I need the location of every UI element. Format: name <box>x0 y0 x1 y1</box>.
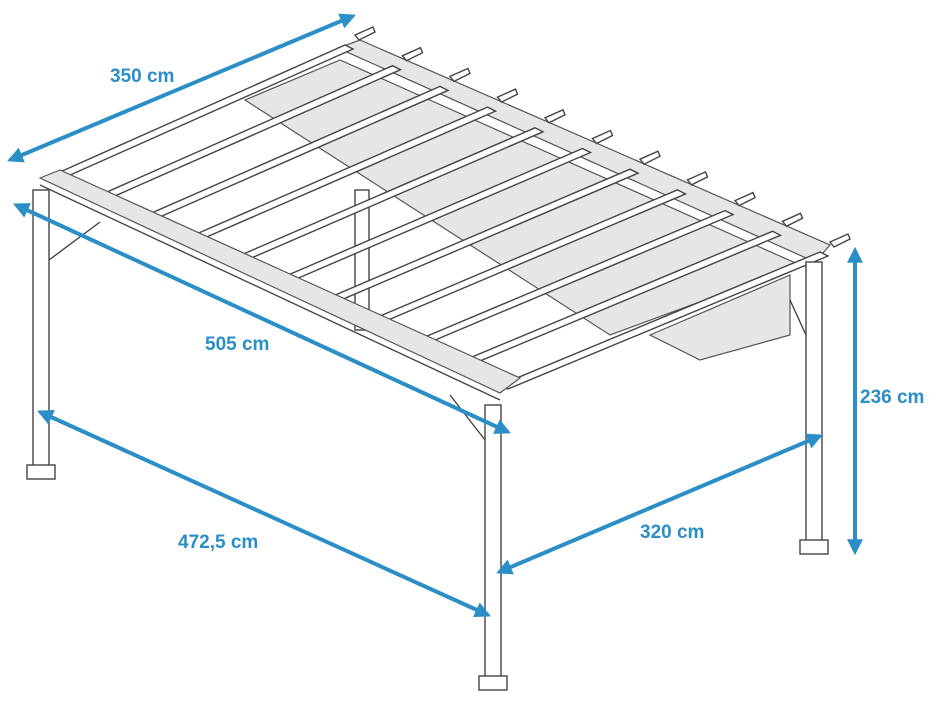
rafter-end <box>591 129 614 145</box>
front-left-post-base <box>26 464 56 480</box>
arrow-505 <box>13 203 511 434</box>
rafter-end <box>543 108 566 124</box>
rafter-end <box>353 26 376 41</box>
rafter-end <box>686 170 709 186</box>
arrow-350 <box>7 13 356 163</box>
front-right-post-base <box>478 675 508 691</box>
label-height: 236 cm <box>860 387 924 408</box>
label-roof-width: 350 cm <box>110 66 174 87</box>
back-right-post-base <box>799 539 829 555</box>
front-left-post <box>32 189 50 471</box>
rafter-end <box>733 191 756 207</box>
label-post-width: 320 cm <box>640 522 704 543</box>
arrow-320 <box>496 433 823 575</box>
rafter-end <box>638 150 661 166</box>
label-post-length: 472,5 cm <box>178 532 258 553</box>
rafter-end <box>401 46 424 62</box>
rafter-end <box>828 233 851 248</box>
arrow-4725 <box>37 409 491 618</box>
label-roof-length: 505 cm <box>205 334 269 355</box>
front-right-post <box>484 404 502 681</box>
rafter-end <box>448 67 471 83</box>
dimension-arrows <box>7 13 863 618</box>
rafter-end <box>781 212 804 228</box>
back-right-post <box>805 261 823 543</box>
rafter-end <box>496 88 519 103</box>
